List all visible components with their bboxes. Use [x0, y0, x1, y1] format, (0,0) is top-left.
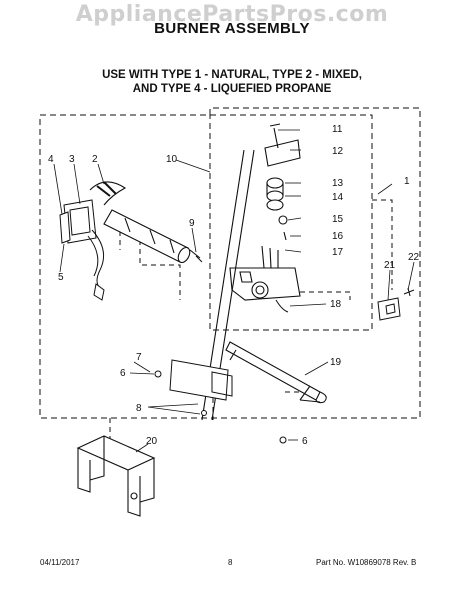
screw-9	[189, 249, 203, 263]
igniter-bracket	[59, 199, 97, 244]
callout-19: 19	[330, 357, 342, 368]
callout-5: 5	[58, 272, 64, 283]
callout-16: 16	[332, 231, 344, 242]
callout-13: 13	[332, 178, 344, 189]
callout-18: 18	[330, 299, 342, 310]
watermark: AppliancePartsPros.com	[75, 2, 389, 27]
base-bracket	[76, 435, 156, 517]
callout-15: 15	[332, 214, 344, 225]
guide-lines	[71, 199, 393, 440]
callout-14: 14	[332, 192, 344, 203]
callout-3: 3	[69, 154, 75, 165]
footer-part-number: Part No. W10869078 Rev. B	[316, 558, 417, 567]
subtitle: USE WITH TYPE 1 - NATURAL, TYPE 2 - MIXE…	[0, 68, 464, 96]
callout-7: 7	[136, 352, 142, 363]
callout-10: 10	[166, 154, 178, 165]
callout-9: 9	[189, 218, 195, 229]
igniter-wires	[87, 229, 105, 301]
callout-21: 21	[384, 260, 396, 271]
screw-6-bottom	[279, 436, 287, 444]
screw-6-left	[154, 370, 162, 378]
sensor-switch	[377, 297, 401, 321]
callout-20: 20	[146, 436, 158, 447]
screw-22	[403, 287, 415, 297]
footer-page: 8	[228, 558, 233, 567]
inner-boundary	[209, 114, 373, 331]
callout-12: 12	[332, 146, 344, 157]
callout-17: 17	[332, 247, 344, 258]
gas-tube	[225, 341, 327, 404]
callout-6b: 6	[302, 436, 308, 447]
screw-8	[201, 410, 207, 416]
callout-2: 2	[92, 154, 98, 165]
subtitle-line-1: USE WITH TYPE 1 - NATURAL, TYPE 2 - MIXE…	[102, 69, 362, 81]
leader-lines	[53, 129, 415, 453]
burner-tube	[89, 181, 191, 264]
page-title: BURNER ASSEMBLY	[154, 20, 310, 37]
callout-6: 6	[120, 368, 126, 379]
callout-22: 22	[408, 252, 420, 263]
callout-4: 4	[48, 154, 54, 165]
valve-lead	[275, 299, 289, 313]
callout-1: 1	[404, 176, 410, 187]
footer-date: 04/11/2017	[40, 558, 80, 567]
gas-valve	[229, 123, 301, 301]
subtitle-line-2: AND TYPE 4 - LIQUEFIED PROPANE	[132, 83, 332, 95]
callout-8: 8	[136, 403, 142, 414]
callout-11: 11	[332, 124, 343, 135]
callout-labels: 1 2 3 4 5 6 6 7 8 9 10 11 12 13 14 15 16…	[48, 124, 420, 447]
support-bracket	[169, 359, 233, 401]
